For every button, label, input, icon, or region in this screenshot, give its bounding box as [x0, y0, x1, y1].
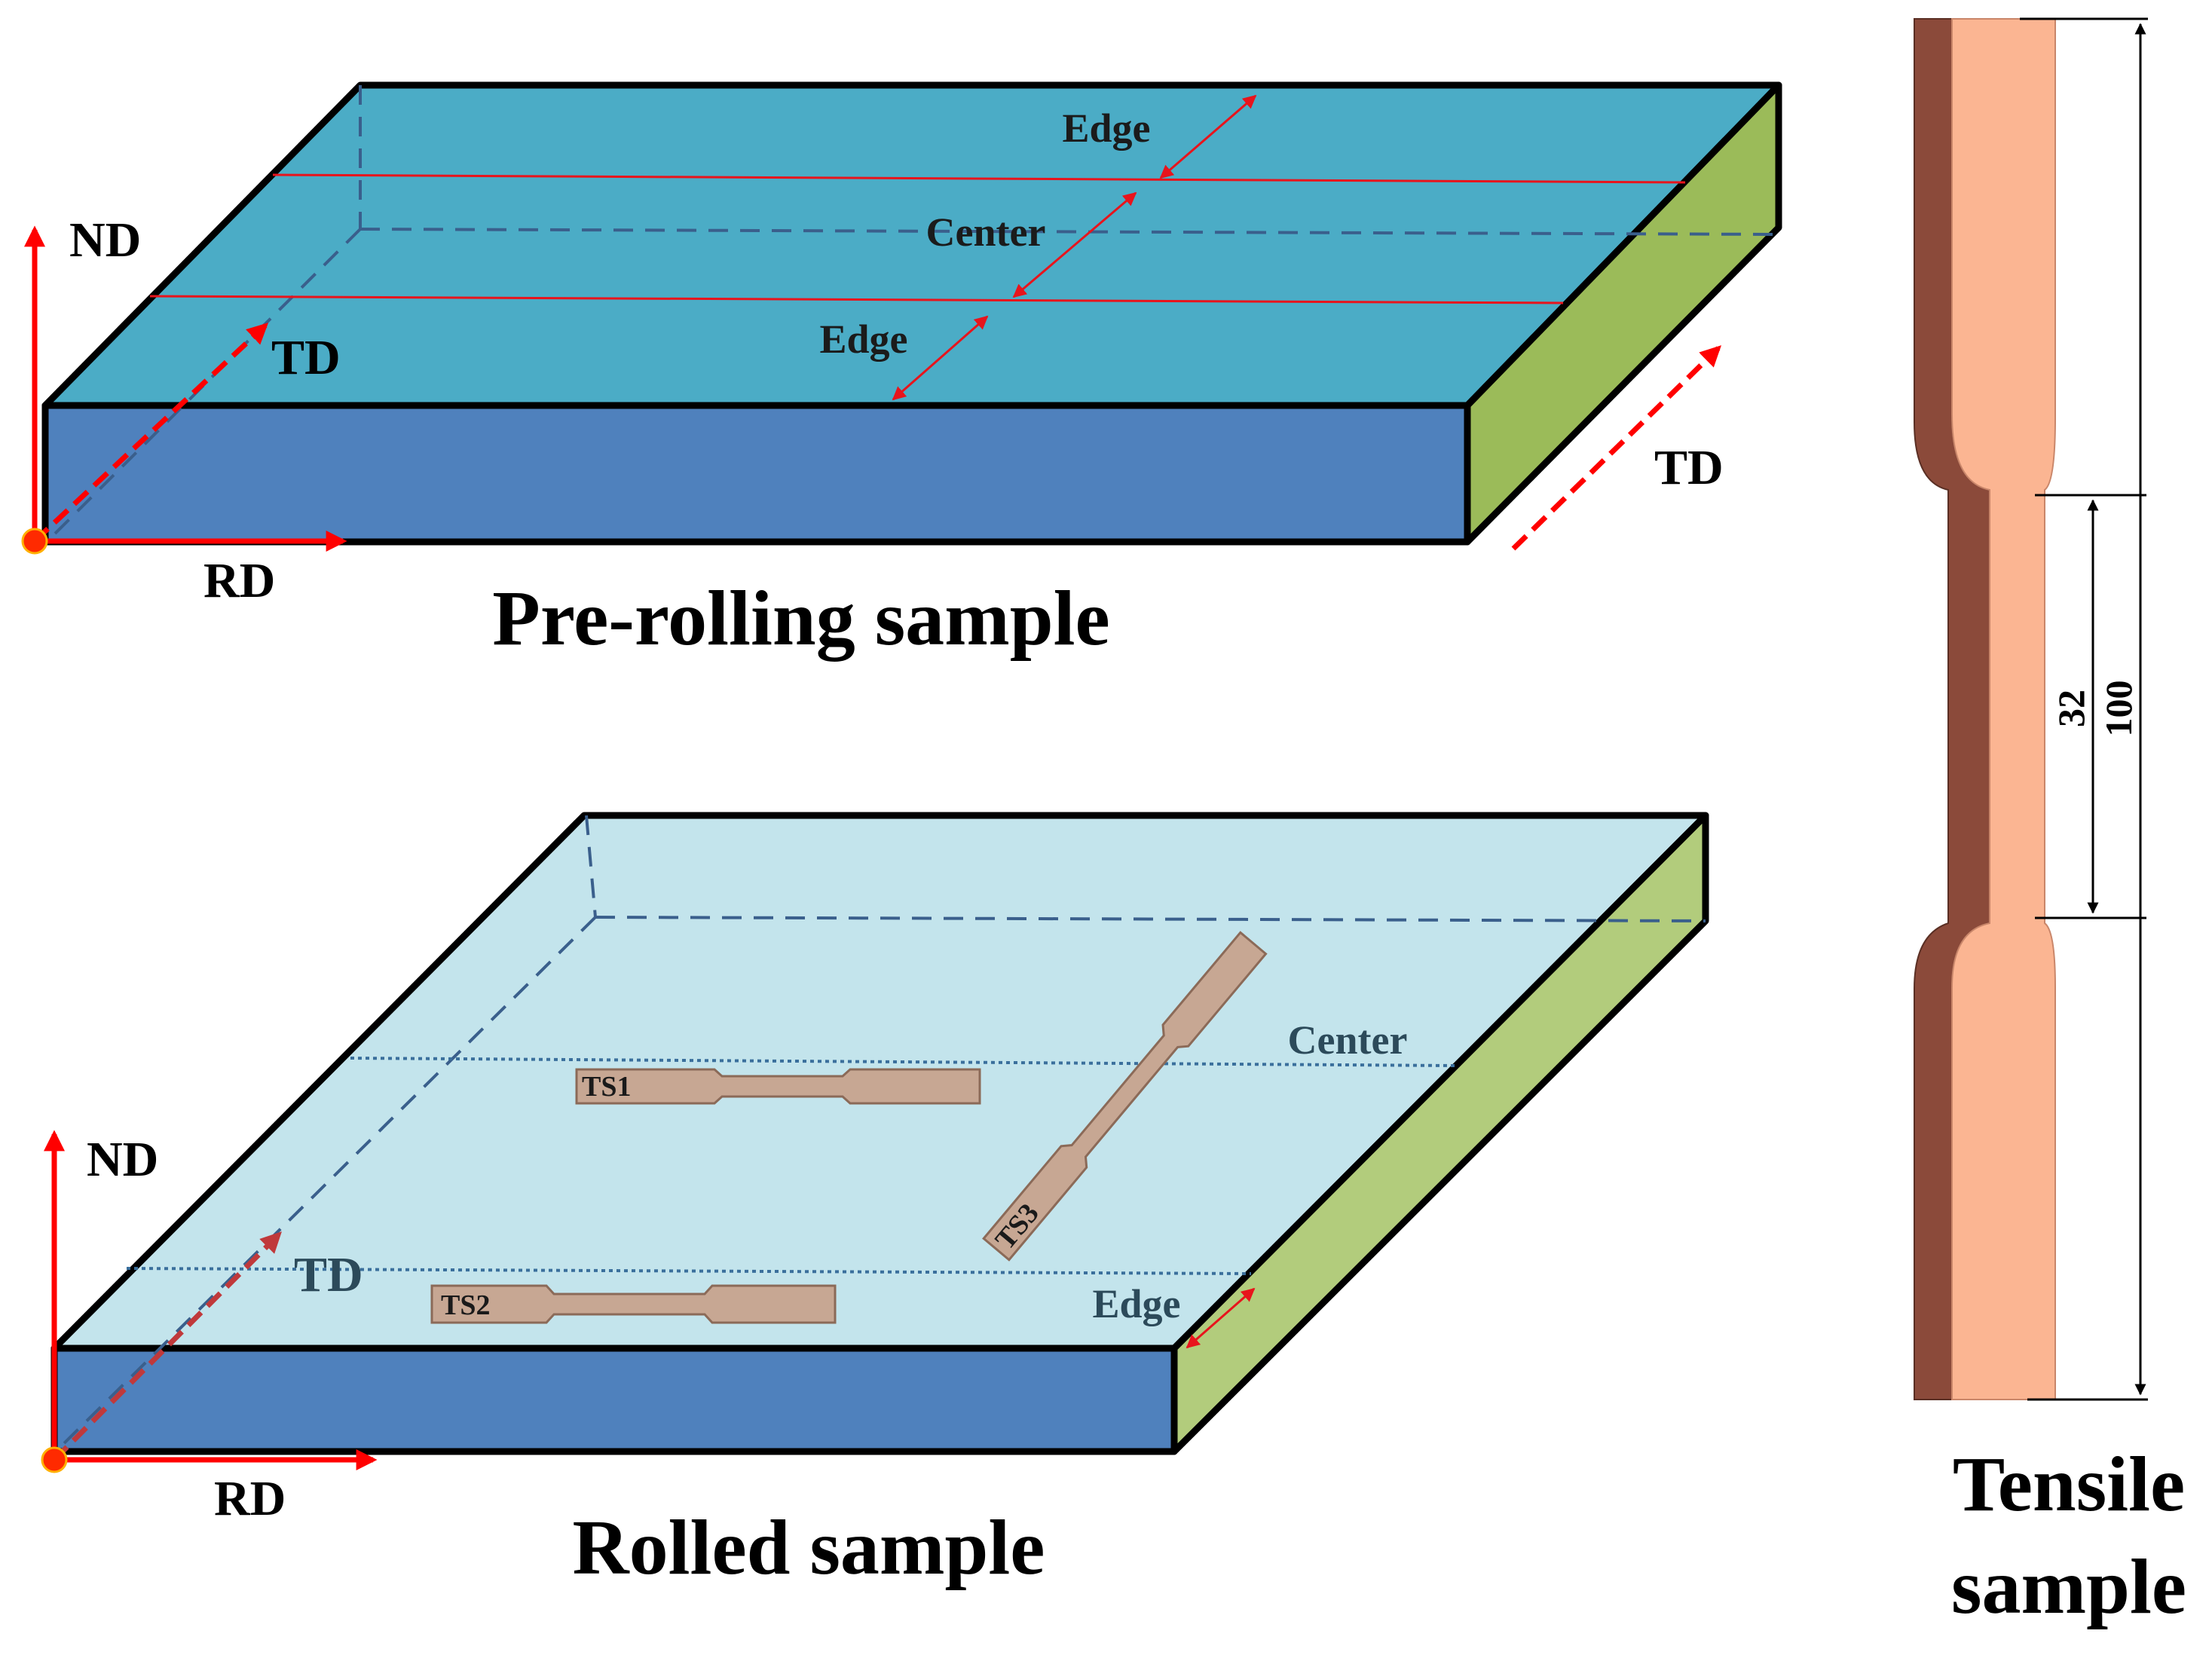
tensile-caption-line2: sample [1951, 1543, 2186, 1630]
edge-top-arrow [1159, 94, 1257, 179]
dim-total-label: 100 [2097, 681, 2140, 737]
nd-axis-label: ND [69, 213, 141, 268]
td-axis-label: TD [271, 330, 341, 385]
edge-bottom-label: Edge [819, 317, 907, 362]
pre-rolling-caption: Pre-rolling sample [492, 575, 1109, 662]
tensile-caption-line1: Tensile [1953, 1441, 2185, 1528]
cut-line-upper [272, 173, 1686, 184]
td-side-arrow [1511, 345, 1722, 551]
pre-rolling-axes: ND TD RD TD [21, 213, 1724, 608]
origin-dot [21, 528, 48, 555]
rolled-edge-arrow [1186, 1287, 1256, 1349]
specimen-ts2: TS2 [430, 1284, 837, 1324]
center-dotted-line [350, 1057, 1455, 1067]
rolled-slab: Center Edge TS1 TS2 TS3 [50, 812, 1709, 1455]
edge-bottom-arrow [892, 315, 989, 401]
edge-top-label: Edge [1062, 106, 1150, 151]
rolled-edge-label: Edge [1092, 1281, 1180, 1326]
slab-side-face [1464, 81, 1782, 546]
edge-dotted-line [126, 1267, 1252, 1275]
specimen-ts2-label: TS2 [441, 1289, 490, 1321]
rolled-nd-axis-label: ND [87, 1132, 158, 1187]
rd-axis-label: RD [203, 553, 275, 608]
slab-front-face [41, 402, 1471, 546]
rolled-origin-dot [41, 1446, 68, 1473]
rolled-front-face [50, 1344, 1178, 1455]
pre-rolling-slab: Edge Center Edge [41, 81, 1783, 546]
specimen-ts1-label: TS1 [582, 1071, 631, 1103]
td-side-label: TD [1654, 440, 1724, 495]
rolled-rd-axis-label: RD [214, 1471, 286, 1526]
rolled-td-axis-label: TD [294, 1247, 363, 1302]
center-arrow [1012, 191, 1137, 298]
cut-line-lower [149, 295, 1564, 304]
specimen-ts1: TS1 [575, 1068, 981, 1105]
dim-gauge-label: 32 [2050, 690, 2092, 727]
center-label: Center [926, 210, 1046, 255]
tensile-face [1951, 18, 2056, 1400]
rolled-caption: Rolled sample [573, 1504, 1045, 1591]
rolled-center-label: Center [1288, 1017, 1408, 1063]
tensile-specimen: 100 32 [1914, 17, 2148, 1401]
rolled-axes: ND TD RD [41, 1130, 378, 1526]
rolled-hidden-edges [55, 815, 1706, 1452]
